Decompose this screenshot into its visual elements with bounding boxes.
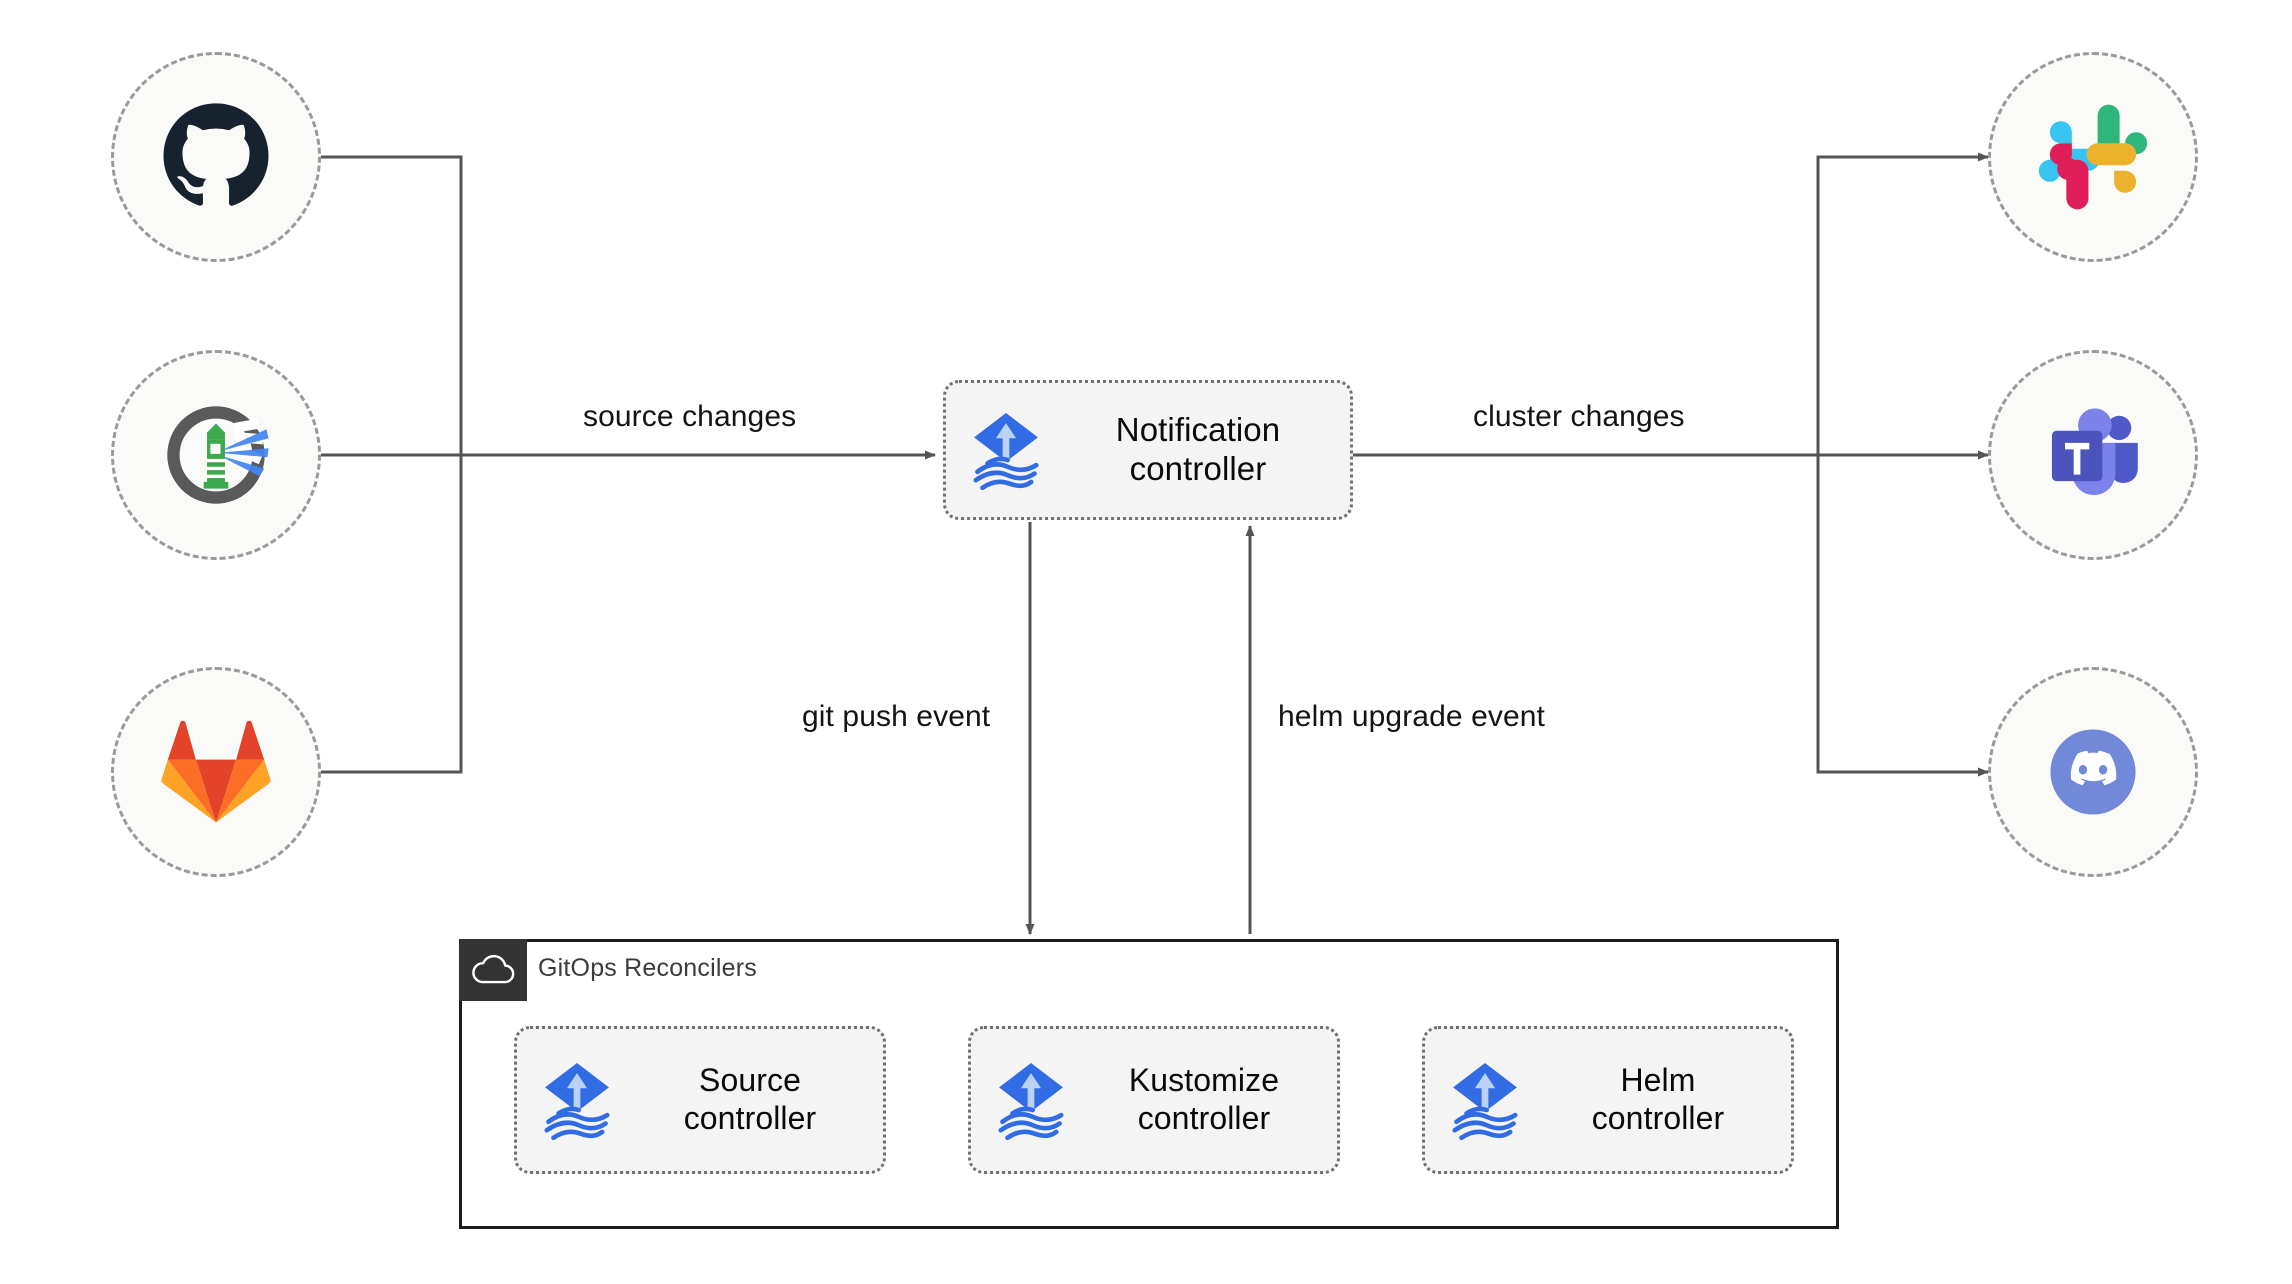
- teams-icon: [2051, 408, 2138, 496]
- controller-line-2: controller: [1137, 1100, 1271, 1136]
- controller-line-1: Notification: [1115, 411, 1281, 449]
- flux-icon: [167, 406, 269, 504]
- helm-controller-label: Helm controller: [1541, 1062, 1791, 1138]
- gitops-group-badge: [459, 939, 527, 1001]
- github-icon: [163, 103, 269, 206]
- controller-line-1: Source: [699, 1062, 801, 1099]
- flux-logo-icon: [544, 1063, 610, 1141]
- helm-controller-node[interactable]: Helm controller: [1422, 1026, 1794, 1174]
- source-controller-node[interactable]: Source controller: [514, 1026, 886, 1174]
- gitops-group-title: GitOps Reconcilers: [538, 954, 757, 982]
- controller-line-1: Helm: [1620, 1062, 1696, 1099]
- kustomize-controller-label: Kustomize controller: [1087, 1062, 1337, 1138]
- gitlab-icon: [161, 720, 271, 823]
- source-node-flux[interactable]: [111, 350, 321, 560]
- edge-bus-to-slack: [1816, 152, 1989, 455]
- destination-node-slack[interactable]: [1988, 52, 2198, 262]
- edge-label-helm-upgrade-event: helm upgrade event: [1278, 700, 1545, 733]
- source-node-github[interactable]: [111, 52, 321, 262]
- destination-node-teams[interactable]: [1988, 350, 2198, 560]
- edge-label-cluster-changes: cluster changes: [1473, 400, 1685, 433]
- controller-line-2: controller: [1591, 1100, 1725, 1136]
- destination-node-discord[interactable]: [1988, 667, 2198, 877]
- slack-icon: [2038, 104, 2148, 210]
- flux-logo-icon: [1452, 1063, 1518, 1141]
- notification-controller-label: Notification controller: [1062, 411, 1350, 489]
- kustomize-controller-node[interactable]: Kustomize controller: [968, 1026, 1340, 1174]
- source-controller-label: Source controller: [633, 1062, 883, 1138]
- flux-logo-icon: [998, 1063, 1064, 1141]
- notification-controller-node[interactable]: Notification controller: [943, 380, 1353, 520]
- flux-logo-icon: [973, 413, 1039, 491]
- edge-bus-to-discord: [1816, 455, 1989, 777]
- controller-line-2: controller: [1129, 450, 1267, 487]
- edge-label-git-push-event: git push event: [802, 700, 991, 733]
- discord-icon: [2050, 729, 2136, 815]
- controller-line-2: controller: [683, 1100, 817, 1136]
- controller-line-1: Kustomize: [1128, 1062, 1280, 1099]
- source-node-gitlab[interactable]: [111, 667, 321, 877]
- edge-label-source-changes: source changes: [583, 400, 797, 433]
- cloud-icon: [472, 954, 515, 984]
